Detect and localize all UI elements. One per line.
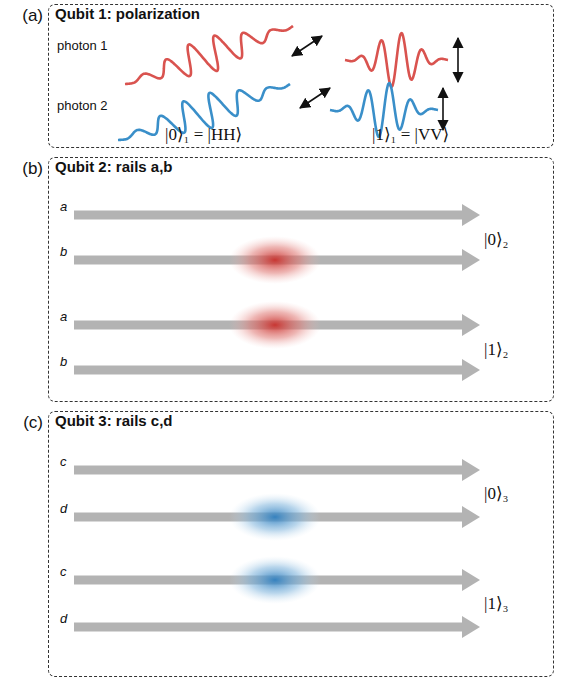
- rail-label: d: [60, 611, 67, 626]
- rail-label: c: [60, 454, 67, 469]
- rail-label: c: [60, 564, 67, 579]
- photon-wave: [345, 33, 448, 87]
- panel-heading: Qubit 2: rails a,b: [55, 158, 173, 175]
- rail: [74, 366, 463, 375]
- polarization-arrow: [292, 36, 322, 56]
- rail: [74, 211, 463, 220]
- photon-blob: [229, 301, 321, 349]
- photon-blob: [229, 556, 321, 604]
- photon-waves: [118, 26, 448, 140]
- rail-label: d: [60, 501, 67, 516]
- state-label: |1⟩₂: [484, 339, 508, 360]
- state-label: |0⟩₂: [484, 229, 508, 250]
- rail-label: a: [60, 199, 67, 214]
- panel-letter: (a): [22, 6, 43, 26]
- state-label: |1⟩₃: [484, 593, 508, 614]
- qubit-panel: (c)Qubit 3: rails c,d: [48, 411, 554, 677]
- photon-wave: [125, 26, 293, 84]
- rail-arrowhead: [462, 249, 480, 271]
- panel-letter: (b): [22, 159, 43, 179]
- polarization-arrow: [442, 88, 444, 130]
- rail: [74, 623, 463, 632]
- panel-letter: (c): [23, 413, 43, 433]
- state-label: |1⟩₁ = |VV⟩: [372, 124, 449, 145]
- rail-label: b: [60, 244, 67, 259]
- photon-blob: [229, 236, 321, 284]
- qubit-panel: (b)Qubit 2: rails a,b: [48, 157, 554, 402]
- polarization-arrows: [292, 36, 458, 130]
- panel-heading: Qubit 3: rails c,d: [55, 412, 173, 429]
- rail-arrowhead: [462, 459, 480, 481]
- rail-label: a: [60, 309, 67, 324]
- photon-blobs: [229, 236, 321, 604]
- rail-arrowhead: [462, 359, 480, 381]
- state-label: |0⟩₁ = |HH⟩: [165, 124, 242, 145]
- state-label: |0⟩₃: [484, 483, 508, 504]
- polarization-arrow: [457, 38, 459, 82]
- rail-arrowhead: [462, 506, 480, 528]
- rail-arrowhead: [462, 314, 480, 336]
- rail-arrowhead: [462, 616, 480, 638]
- rail-arrowhead: [462, 204, 480, 226]
- photon-label: photon 2: [57, 98, 108, 113]
- qubit-panel: (a)Qubit 1: polarization: [48, 4, 554, 148]
- rail-label: b: [60, 354, 67, 369]
- rail: [74, 466, 463, 475]
- photon-blob: [229, 493, 321, 541]
- polarization-arrow: [300, 88, 330, 108]
- rail-arrowhead: [462, 569, 480, 591]
- panel-heading: Qubit 1: polarization: [55, 5, 200, 22]
- photon-label: photon 1: [57, 38, 108, 53]
